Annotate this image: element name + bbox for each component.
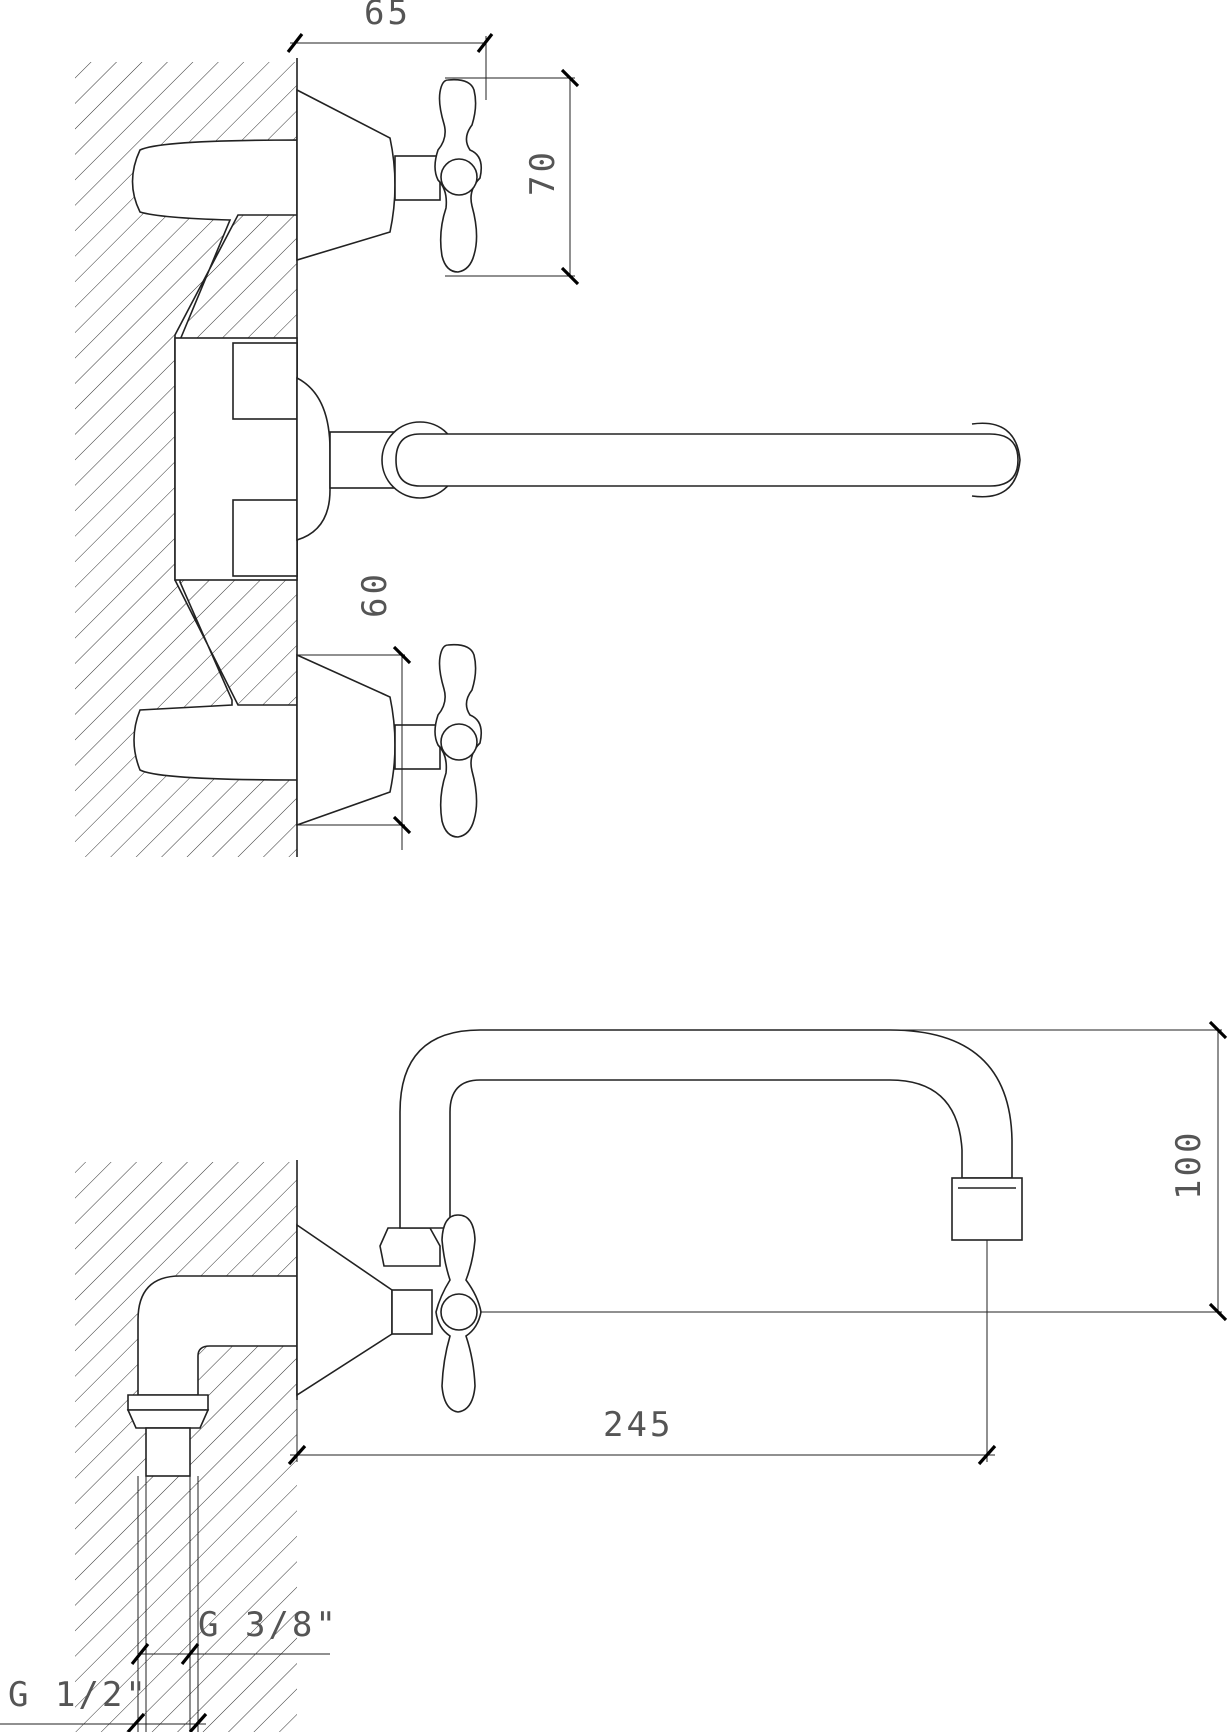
dimension-g12: G 1/2" [0,1675,208,1732]
side-escutcheon [296,1223,393,1397]
dimension-label-g38: G 3/8" [198,1605,339,1645]
dimension-100: 100 [480,1020,1228,1322]
supply-pipe-body [131,139,298,781]
top-view: 65 70 60 [75,0,1021,857]
dimension-70: 70 [445,68,580,286]
lower-valve [296,643,483,838]
upper-valve [296,78,483,273]
dimension-245: 245 [287,1240,997,1466]
side-handle-top-hub [379,1227,441,1267]
spout-arm [395,433,1019,487]
inlet-nut-lower [126,1409,210,1429]
dimension-label-g12: G 1/2" [8,1675,149,1715]
inlet-thread [145,1427,191,1477]
dimension-label-245: 245 [603,1405,673,1445]
dimension-label-60: 60 [355,571,395,618]
side-handle-hub [440,1293,478,1331]
dimension-label-65: 65 [364,0,411,33]
dimension-g38: G 3/8" [130,1605,339,1665]
dimension-label-70: 70 [523,149,563,196]
inlet-nut [127,1394,209,1411]
spout-tip-ring [971,422,1021,498]
upper-escutcheon [296,88,396,262]
dimension-label-100: 100 [1169,1130,1209,1200]
dimension-60: 60 [297,571,412,850]
inner-pipe-cut-2 [232,499,298,577]
spout-side-arch [399,1029,1013,1229]
upper-handle-hub [440,158,478,196]
lower-handle-hub [440,723,478,761]
lower-escutcheon [296,653,396,827]
side-view: 100 245 G 3/8" G 1/2" [0,1020,1228,1732]
inner-pipe-cut [232,342,298,420]
dimension-65: 65 [286,0,494,100]
upper-valve-stem [394,155,441,201]
spout-base-cap [296,376,331,542]
spout-top-view [296,376,1021,542]
side-valve-stem [391,1289,433,1335]
